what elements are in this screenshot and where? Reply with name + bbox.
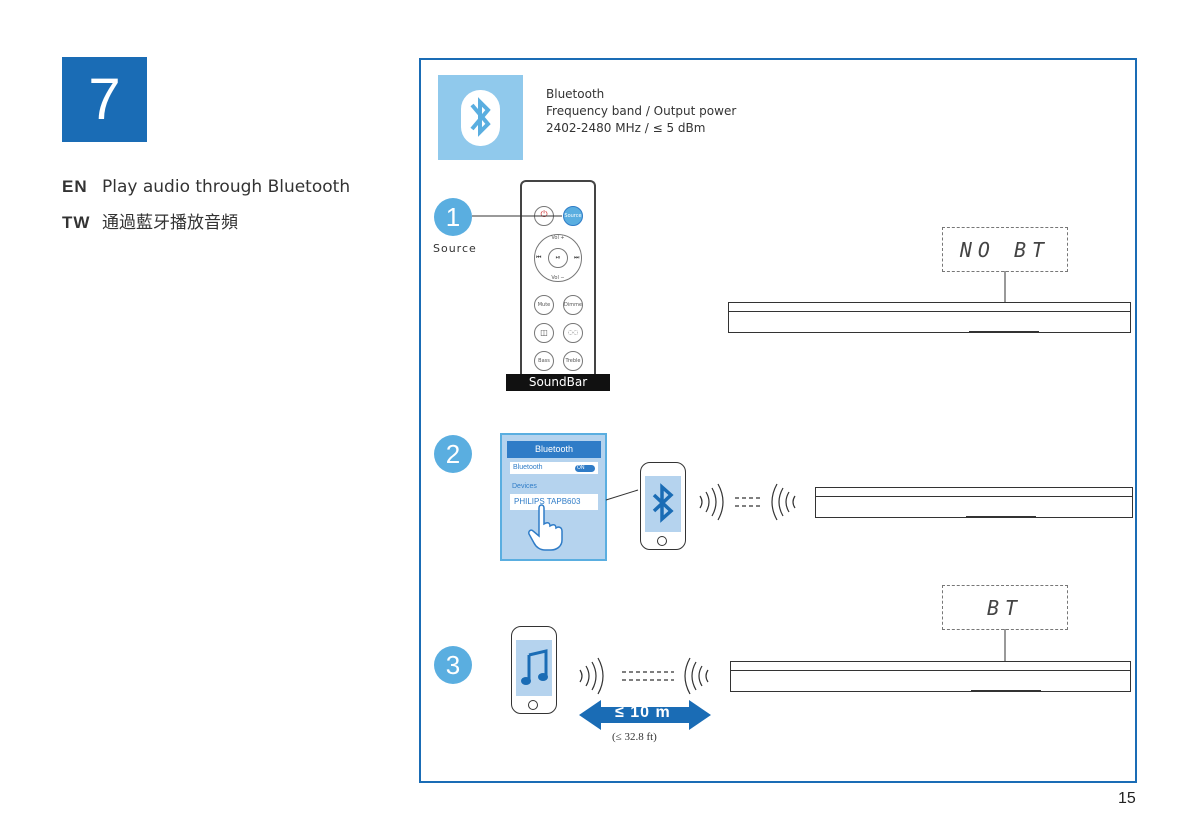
devices-label: Devices [512, 483, 537, 490]
previous-icon[interactable]: ⏮ [536, 254, 541, 262]
step-2-circle: 2 [434, 435, 472, 473]
panel-header: Bluetooth [507, 441, 601, 458]
remote-brand-label: SoundBar [506, 374, 610, 391]
smartphone-2 [640, 462, 686, 550]
smartphone-3 [511, 626, 557, 714]
distance-label: ≤ 10 m [615, 704, 671, 722]
lang-code-en: EN [62, 177, 102, 197]
spec-line-2: Frequency band / Output power [546, 104, 736, 118]
bass-button[interactable]: Bass [534, 351, 554, 371]
callout-line [470, 210, 570, 220]
vol-down-label: Vol − [522, 275, 594, 281]
surround-icon[interactable]: ◫ [534, 323, 554, 343]
title-en-text: Play audio through Bluetooth [102, 177, 350, 197]
soundbar-1 [728, 302, 1131, 333]
step-1-circle: 1 [434, 198, 472, 236]
page-number: 15 [1118, 790, 1136, 808]
signal-waves-icon-3 [574, 654, 724, 698]
bluetooth-badge [438, 75, 523, 160]
play-pause-icon[interactable]: ⏯ [548, 248, 568, 268]
distance-ft-label: (≤ 32.8 ft) [612, 731, 657, 743]
dimmer-button[interactable]: Dimmer [563, 295, 583, 315]
mute-button[interactable]: Mute [534, 295, 554, 315]
signal-waves-icon [690, 480, 815, 524]
soundbar-3 [730, 661, 1131, 692]
hand-pointer-icon [525, 502, 565, 552]
eq-icon[interactable]: ◌◌ [563, 323, 583, 343]
lang-code-tw: TW [62, 213, 102, 233]
bluetooth-icon [438, 75, 523, 160]
bluetooth-toggle[interactable]: ON [575, 465, 595, 472]
vol-up-label: Vol + [522, 235, 594, 241]
step-number: 7 [62, 57, 147, 142]
spec-line-3: 2402-2480 MHz / ≤ 5 dBm [546, 121, 705, 135]
treble-button[interactable]: Treble [563, 351, 583, 371]
display-bt: BT [942, 585, 1068, 630]
music-note-icon [520, 649, 550, 689]
bluetooth-icon [649, 483, 677, 523]
next-icon[interactable]: ⏭ [574, 254, 579, 262]
step-3-circle: 3 [434, 646, 472, 684]
step-1-label: Source [433, 242, 477, 255]
callout-pointer [600, 478, 640, 508]
spec-line-1: Bluetooth [546, 87, 604, 101]
soundbar-2 [815, 487, 1133, 518]
title-tw-text: 通過藍牙播放音頻 [102, 213, 238, 233]
display-no-bt: NO BT [942, 227, 1068, 272]
